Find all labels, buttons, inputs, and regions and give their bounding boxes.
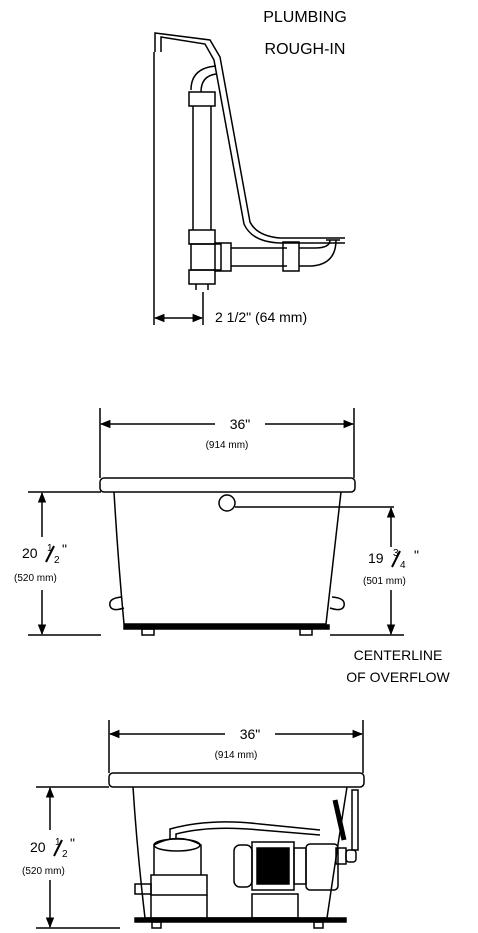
- front-width-label: 36": [230, 416, 251, 432]
- centerline-label-line1: CENTERLINE: [354, 647, 443, 663]
- offset-dimension-label: 2 1/2" (64 mm): [215, 309, 307, 325]
- motor-endcap: [233, 844, 253, 888]
- drain-coupling-right: [282, 241, 300, 272]
- pump-handle: [332, 799, 347, 841]
- plumbing-rough-in-view: PLUMBING ROUGH-IN 2 1/2" (64 mm): [153, 9, 347, 325]
- svg-text:20: 20: [30, 839, 46, 855]
- front-height-mm-label: (520 mm): [14, 573, 57, 584]
- front-height-label: 20 1 2 ": [22, 541, 67, 566]
- pump-motor-assembly: [134, 789, 359, 919]
- front-width-mm-label: (914 mm): [206, 440, 249, 451]
- whirlpool-elevation-view: 36" (914 mm): [22, 720, 365, 929]
- whirlpool-height-label: 20 1 2 ": [30, 835, 75, 860]
- svg-text:2: 2: [54, 555, 60, 566]
- overflow-height-label: 19 3 4 ": [368, 547, 419, 571]
- tub-base-plate: [123, 624, 330, 630]
- drain-coupling-left: [214, 242, 232, 272]
- pump-housing: [305, 843, 339, 891]
- svg-text:3: 3: [393, 548, 399, 559]
- svg-text:2: 2: [62, 849, 68, 860]
- tub-rim: [99, 477, 356, 493]
- overflow-height-mm-label: (501 mm): [363, 576, 406, 587]
- rough-in-title-line2: ROUGH-IN: [265, 41, 346, 58]
- svg-text:4: 4: [400, 560, 406, 571]
- tub-profile-inner: [160, 36, 345, 244]
- heater-cylinder: [153, 837, 202, 875]
- whirlpool-width-label: 36": [240, 726, 261, 742]
- overflow-elbow: [190, 65, 217, 91]
- tee-coupling-top: [188, 229, 216, 245]
- overflow-coupling: [188, 91, 216, 107]
- tub-body: [113, 491, 342, 625]
- svg-text:20: 20: [22, 545, 38, 561]
- centerline-label-line2: OF OVERFLOW: [346, 669, 450, 685]
- svg-text:1: 1: [55, 837, 61, 848]
- tub-profile-outer: [154, 32, 345, 239]
- drain-shoe: [299, 239, 337, 267]
- svg-text:19: 19: [368, 550, 384, 566]
- svg-text:": ": [414, 547, 419, 563]
- whirlpool-body: [132, 786, 348, 919]
- svg-text:": ": [70, 835, 75, 851]
- svg-text:": ": [62, 541, 67, 557]
- whirlpool-width-mm-label: (914 mm): [215, 750, 258, 761]
- rough-in-title-line1: PLUMBING: [263, 9, 347, 26]
- whirlpool-base-plate: [134, 917, 347, 923]
- whirlpool-rim: [108, 772, 365, 788]
- overflow-fitting: [218, 494, 236, 512]
- whirlpool-height-mm-label: (520 mm): [22, 866, 65, 877]
- tee-fitting: [190, 243, 222, 271]
- svg-text:1: 1: [47, 543, 53, 554]
- tee-coupling-bottom: [188, 269, 216, 285]
- front-elevation-view: 36" (914 mm) 20 1 2 " (520 mm): [14, 408, 451, 685]
